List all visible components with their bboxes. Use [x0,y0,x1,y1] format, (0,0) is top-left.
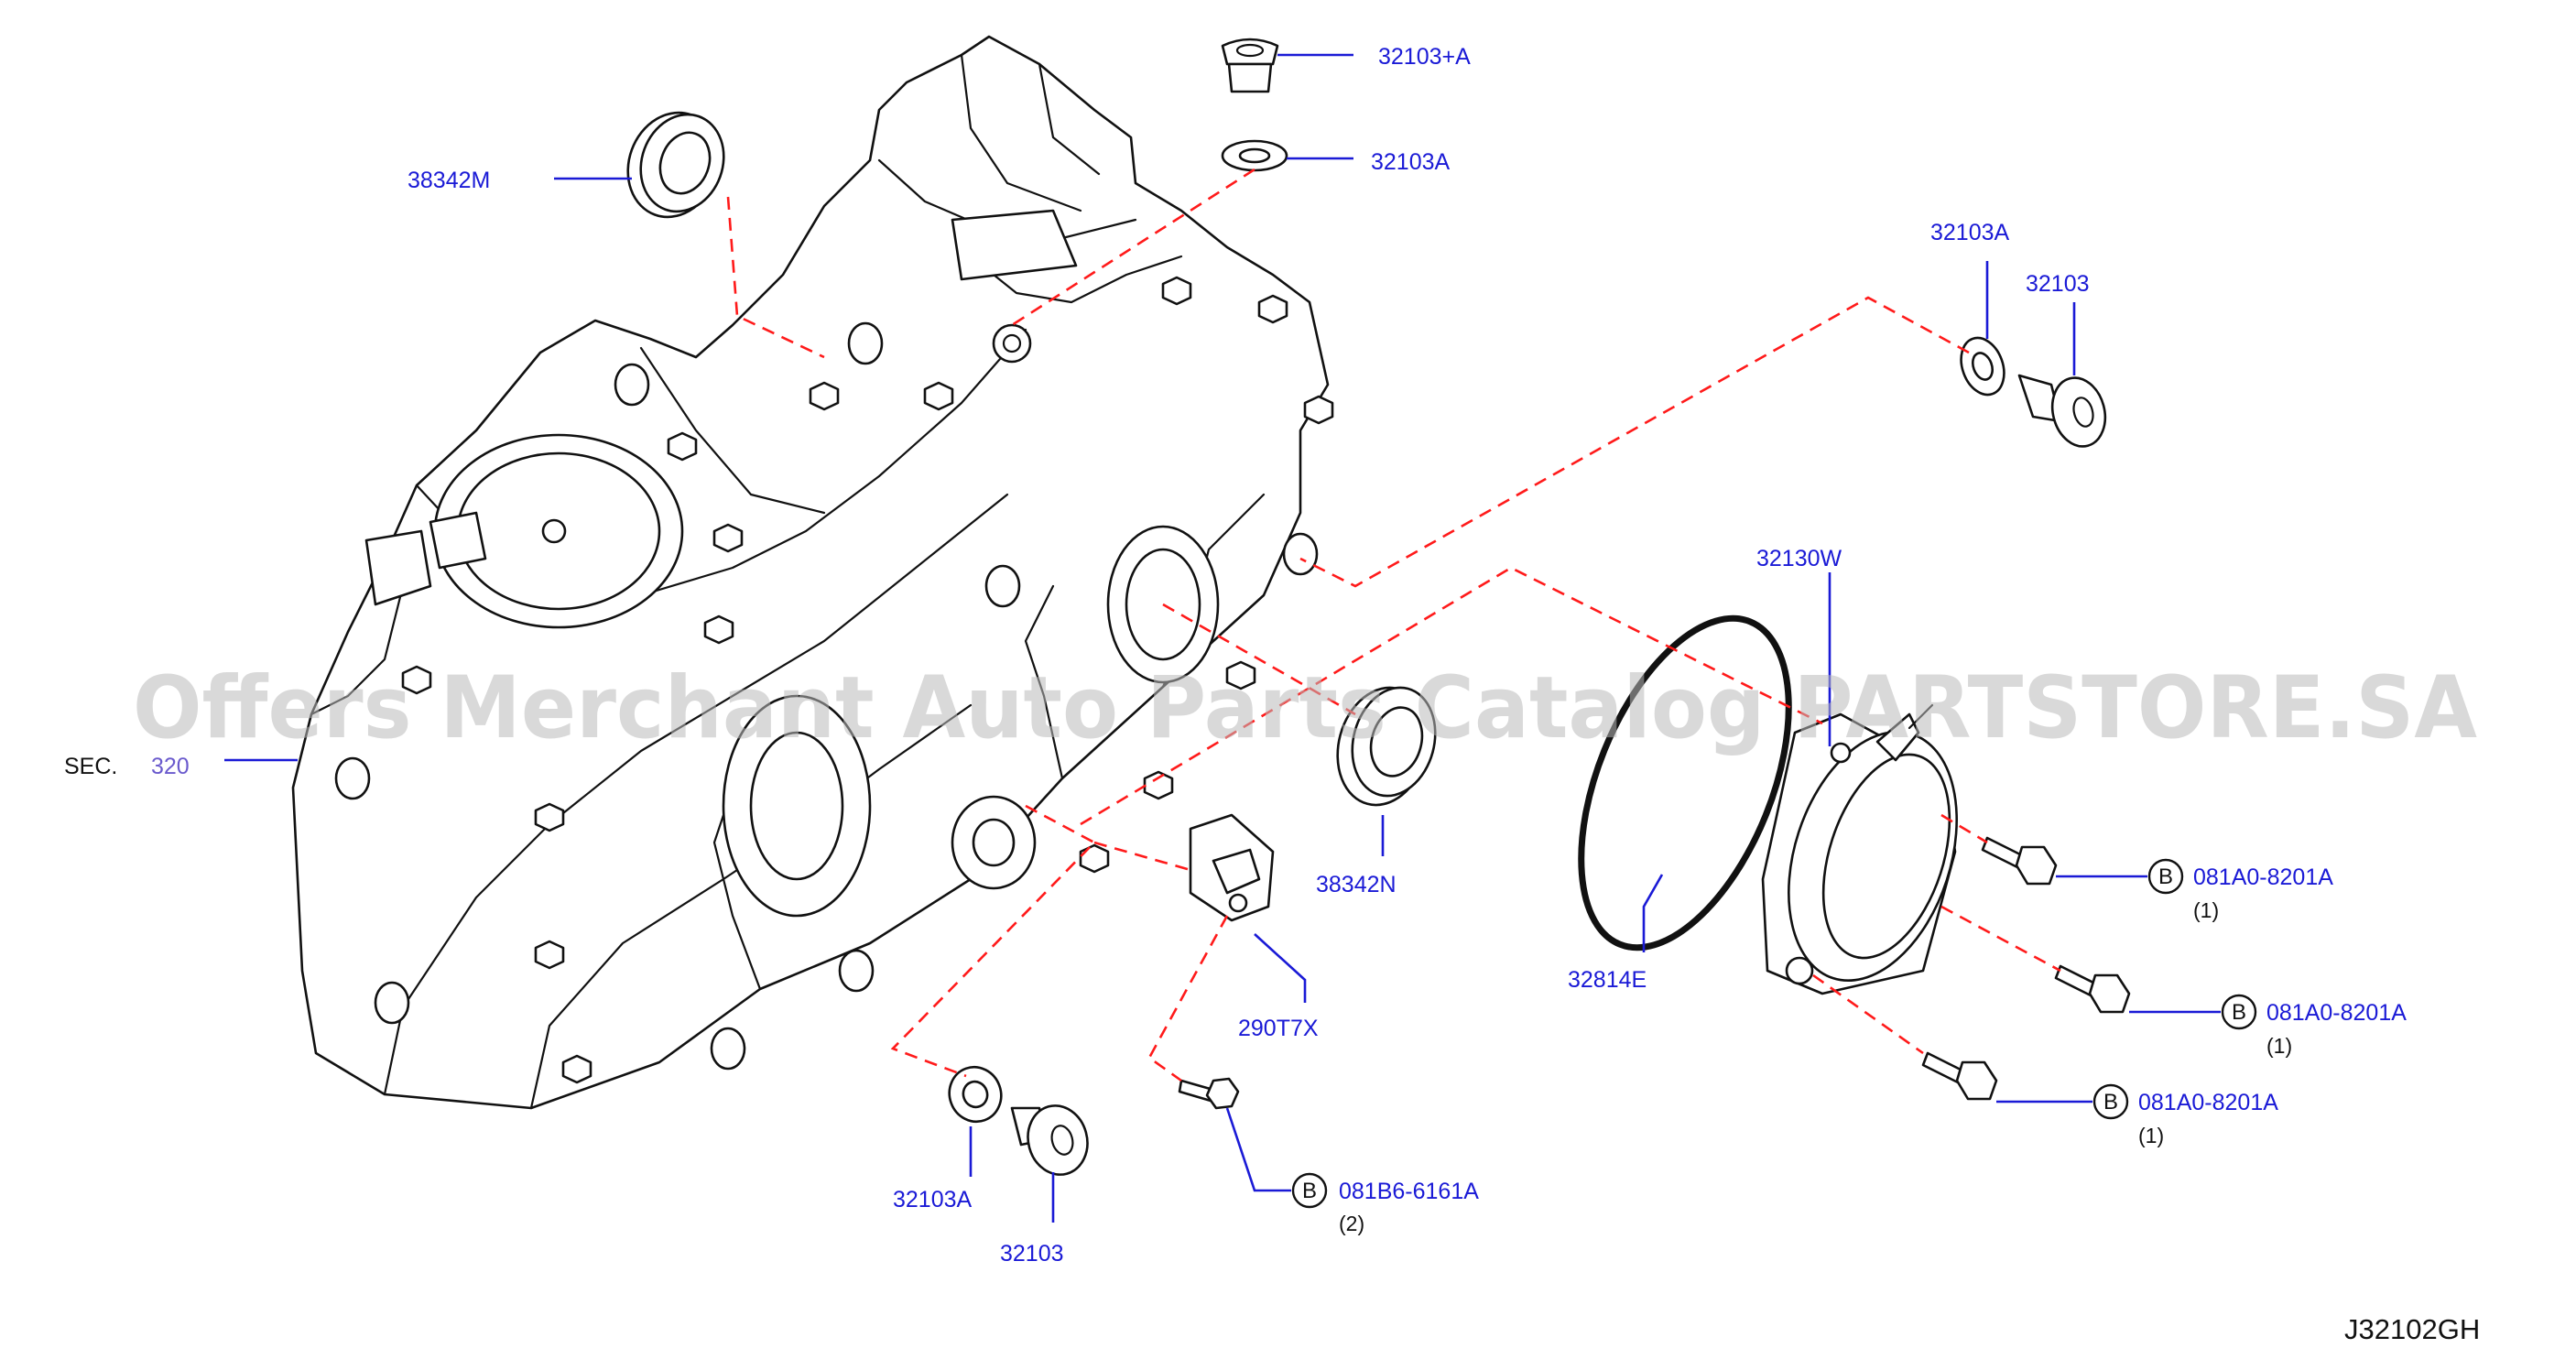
section-number: 320 [151,754,190,779]
bolt-symbol: B [2103,1090,2118,1114]
bolt-code: 081B6-6161A [1339,1179,1479,1204]
label-32103-plus-a: 32103+A [1378,44,1471,70]
section-prefix: SEC. [64,754,117,779]
label-32103a-bottom: 32103A [893,1187,973,1212]
label-38342n: 38342N [1316,872,1397,897]
bolt-qty: (1) [2193,898,2219,922]
label-32103-right: 32103 [2026,271,2090,297]
bolt-symbol-circle [2147,858,2184,895]
washer-bottom [948,1065,1003,1124]
label-32103-bottom: 32103 [1000,1241,1064,1267]
bolt-callout-3: B 081A0-8201A (1) [2092,1083,2278,1147]
label-290t7x: 290T7X [1238,1016,1319,1041]
bolt-code: 081A0-8201A [2138,1090,2278,1115]
cover-32130w [1761,703,1958,995]
bolt-symbol-circle [2221,994,2257,1030]
bolt-symbol: B [2158,864,2173,889]
bolt-081a0-2 [2054,964,2131,1014]
washer-top [1221,139,1288,172]
bolt-callout-4: B 081B6-6161A (2) [1291,1172,1479,1235]
bolt-symbol: B [2232,1000,2246,1025]
oil-seal-38342m [626,111,725,219]
bracket-290t7x [1189,813,1275,922]
bolt-callout-2: B 081A0-8201A (1) [2221,994,2407,1058]
oil-seal-38342n [1336,686,1437,807]
bolt-code: 081A0-8201A [2193,864,2333,890]
label-32130w: 32130W [1756,546,1842,571]
part-labels: 32103+A 32103A 38342M 32103A 32103 32130… [64,44,2090,1267]
diagram-code: J32102GH [2344,1313,2480,1345]
label-38342m: 38342M [408,168,490,193]
drain-plug-top [1221,38,1279,93]
bolt-081b6 [1178,1077,1240,1110]
bolt-081a0-3 [1921,1051,1998,1101]
bolt-symbol: B [1302,1179,1317,1203]
bolt-symbol-circle [1291,1172,1328,1209]
leader-lines [224,53,2221,1223]
watermark: Offers Merchant Auto Parts Catalog PARTS… [133,658,2477,758]
washer-right [1960,336,2005,397]
bolt-callout-1: B 081A0-8201A (1) [2147,858,2333,922]
label-32103a-top: 32103A [1371,149,1451,175]
transmission-housing [291,35,1334,1110]
label-32103a-right: 32103A [1930,220,2010,245]
bolt-081a0-1 [1981,836,2058,886]
drain-plug-right [2017,374,2107,448]
bolt-qty: (2) [1339,1212,1364,1235]
bolt-qty: (1) [2266,1034,2292,1058]
label-32814e: 32814E [1568,967,1647,993]
o-ring-32814e [1578,614,1792,951]
bolt-qty: (1) [2138,1124,2164,1147]
drain-plug-bottom [1010,1104,1089,1176]
bolt-code: 081A0-8201A [2266,1000,2407,1026]
assembly-lines [726,168,2061,1082]
bolt-symbol-circle [2092,1083,2129,1120]
